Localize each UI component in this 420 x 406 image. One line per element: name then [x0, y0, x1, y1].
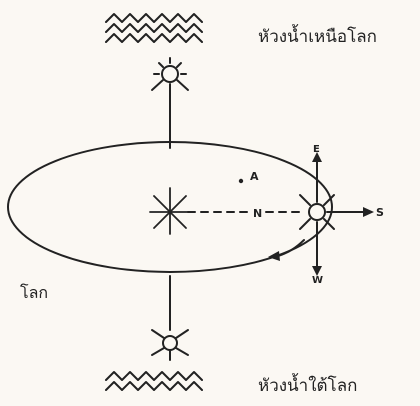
south-arrowhead: [363, 207, 374, 217]
earth-label: โลก: [20, 283, 48, 302]
point-a-label: A: [250, 170, 259, 183]
east-arrowhead: [312, 152, 322, 162]
north-water-label: หัวงน้ำเหนือโลก: [258, 24, 377, 47]
south-water-label: หัวงน้ำใต้โลก: [258, 373, 357, 396]
east-label: E: [313, 144, 320, 155]
observer-star-icon: [299, 157, 367, 271]
rotation-arc: [277, 239, 305, 257]
center-star-icon: [149, 187, 191, 235]
point-a-dot: [238, 178, 244, 184]
south-label: S: [376, 206, 384, 219]
west-label: W: [312, 275, 323, 286]
west-arrowhead: [312, 266, 322, 276]
south-water-wave-icon: [105, 371, 203, 391]
top-star-icon: [151, 57, 189, 91]
north-label: N: [253, 207, 262, 220]
rotation-arrowhead: [268, 251, 280, 261]
earth-ellipse: [7, 141, 333, 273]
bottom-star-icon: [151, 329, 189, 361]
north-water-wave-icon: [105, 13, 203, 43]
